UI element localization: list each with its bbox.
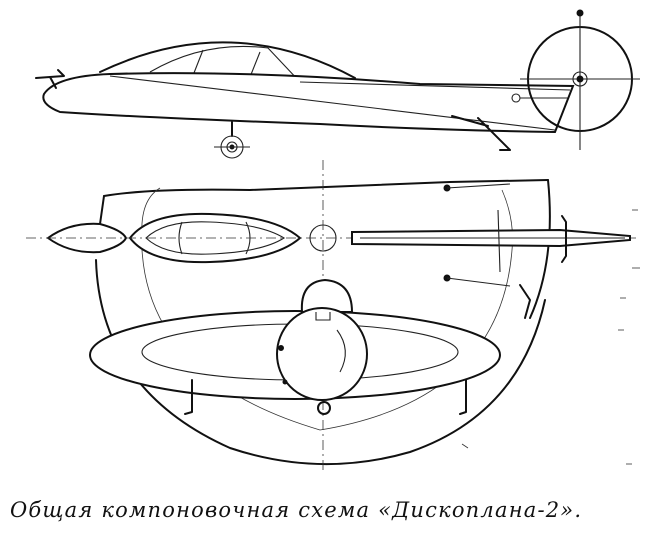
plan-tail-fin (561, 215, 567, 263)
side-disc-arc (99, 41, 356, 79)
figure-caption: Общая компоновочная схема «Дископлана-2»… (10, 498, 583, 522)
nose-probe (35, 69, 65, 89)
plan-disc-break-line (103, 179, 549, 197)
front-body (276, 307, 368, 401)
edge-marks (461, 209, 640, 465)
front-upper-hub (300, 278, 354, 313)
discoplane-drawing (26, 9, 640, 470)
front-right-gear (459, 379, 467, 415)
side-view (35, 9, 640, 159)
front-lower-wheel (317, 401, 331, 415)
front-view (89, 278, 501, 415)
side-canopy (149, 45, 301, 83)
side-fuselage (42, 72, 575, 134)
front-left-gear (184, 379, 193, 415)
side-rear-gear (451, 115, 511, 151)
